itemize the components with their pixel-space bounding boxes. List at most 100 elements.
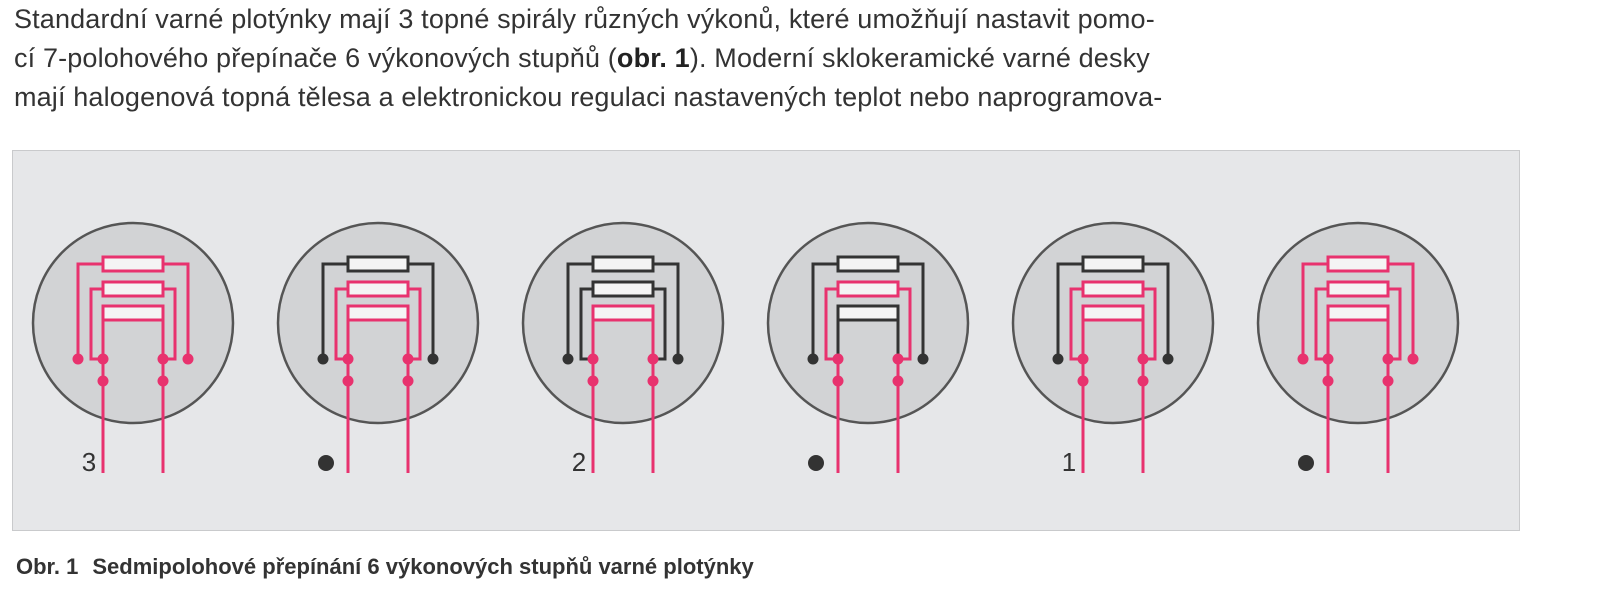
wire-4 bbox=[408, 287, 422, 361]
terminal-dot-4 bbox=[182, 353, 194, 365]
wire-3 bbox=[334, 287, 348, 361]
spiral-resistor-2 bbox=[1326, 280, 1390, 298]
hotplate-circle bbox=[1256, 221, 1460, 425]
terminal-dot-1 bbox=[807, 353, 819, 365]
spiral-resistor-2 bbox=[101, 280, 165, 298]
terminal-dot-1 bbox=[1297, 353, 1309, 365]
junction-dot-2 bbox=[402, 375, 414, 387]
terminal-dot-2 bbox=[1077, 353, 1089, 365]
figure-panel: 3 2 1 bbox=[12, 150, 1520, 531]
wire-2 bbox=[1388, 262, 1415, 359]
wire-4 bbox=[653, 287, 667, 361]
junction-dot-2 bbox=[647, 375, 659, 387]
wire-1 bbox=[76, 262, 103, 359]
junction-dot-1 bbox=[1322, 375, 1334, 387]
figure-caption: Obr. 1 Sedmipolohové přepínání 6 výkonový… bbox=[16, 554, 754, 580]
spiral-resistor-2 bbox=[346, 280, 410, 298]
terminal-dot-1 bbox=[72, 353, 84, 365]
paragraph-line-1: Standardní varné plotýnky mají 3 topné s… bbox=[14, 4, 1155, 34]
terminal-dot-3 bbox=[647, 353, 659, 365]
spiral-resistor-1 bbox=[1081, 255, 1145, 273]
position-marker-dot bbox=[318, 455, 334, 471]
terminal-dot-4 bbox=[1407, 353, 1419, 365]
junction-dot-1 bbox=[832, 375, 844, 387]
spiral-resistor-3 bbox=[1081, 304, 1145, 322]
wire-2 bbox=[898, 262, 925, 359]
hotplate-circle bbox=[766, 221, 970, 425]
wire-1 bbox=[321, 262, 348, 359]
hotplate-circle bbox=[1011, 221, 1215, 425]
terminal-dot-1 bbox=[562, 353, 574, 365]
wire-1 bbox=[1301, 262, 1328, 359]
diagram-4 bbox=[766, 221, 970, 473]
diagram-6 bbox=[1256, 221, 1460, 473]
terminal-dot-4 bbox=[1162, 353, 1174, 365]
position-marker-dot bbox=[1298, 455, 1314, 471]
spiral-resistor-3 bbox=[591, 304, 655, 322]
terminal-dot-1 bbox=[1052, 353, 1064, 365]
terminal-dot-2 bbox=[342, 353, 354, 365]
paragraph-line-2-start: cí 7-polohového přepínače 6 výkonových s… bbox=[14, 43, 617, 73]
spiral-resistor-1 bbox=[1326, 255, 1390, 273]
wire-3 bbox=[89, 287, 103, 361]
paragraph-line-3: mají halogenová topná tělesa a elektroni… bbox=[14, 82, 1163, 112]
spiral-resistor-1 bbox=[101, 255, 165, 273]
caption-text: Sedmipolohové přepínání 6 výkonových stu… bbox=[92, 554, 754, 579]
terminal-dot-3 bbox=[402, 353, 414, 365]
position-label: 1 bbox=[1062, 447, 1076, 477]
spiral-resistor-2 bbox=[591, 280, 655, 298]
wire-3 bbox=[1314, 287, 1328, 361]
terminal-dot-4 bbox=[427, 353, 439, 365]
wire-2 bbox=[163, 262, 190, 359]
hotplate-circle bbox=[521, 221, 725, 425]
wire-4 bbox=[898, 287, 912, 361]
terminal-dot-2 bbox=[832, 353, 844, 365]
wire-1 bbox=[1056, 262, 1083, 359]
diagram-3: 2 bbox=[521, 221, 725, 477]
hotplate-circle bbox=[31, 221, 235, 425]
diagram-1: 3 bbox=[31, 221, 235, 477]
junction-dot-1 bbox=[587, 375, 599, 387]
junction-dot-2 bbox=[1137, 375, 1149, 387]
spiral-resistor-3 bbox=[836, 304, 900, 322]
terminal-dot-3 bbox=[892, 353, 904, 365]
spiral-resistor-1 bbox=[346, 255, 410, 273]
junction-dot-2 bbox=[892, 375, 904, 387]
spiral-resistor-2 bbox=[1081, 280, 1145, 298]
terminal-dot-3 bbox=[1382, 353, 1394, 365]
terminal-dot-2 bbox=[1322, 353, 1334, 365]
spiral-resistor-3 bbox=[101, 304, 165, 322]
position-label: 2 bbox=[572, 447, 586, 477]
wire-3 bbox=[1069, 287, 1083, 361]
spiral-resistor-1 bbox=[591, 255, 655, 273]
position-label: 3 bbox=[82, 447, 96, 477]
spiral-resistor-2 bbox=[836, 280, 900, 298]
terminal-dot-3 bbox=[157, 353, 169, 365]
wire-4 bbox=[1388, 287, 1402, 361]
terminal-dot-3 bbox=[1137, 353, 1149, 365]
terminal-dot-4 bbox=[917, 353, 929, 365]
wire-1 bbox=[811, 262, 838, 359]
junction-dot-2 bbox=[1382, 375, 1394, 387]
paragraph-line-2-end: ). Moderní sklokeramické varné desky bbox=[689, 43, 1150, 73]
position-marker-dot bbox=[808, 455, 824, 471]
junction-dot-1 bbox=[97, 375, 109, 387]
switching-diagrams: 3 2 1 bbox=[31, 221, 1460, 477]
terminal-dot-1 bbox=[317, 353, 329, 365]
spiral-resistor-1 bbox=[836, 255, 900, 273]
wire-4 bbox=[163, 287, 177, 361]
hotplate-circle bbox=[276, 221, 480, 425]
spiral-resistor-3 bbox=[1326, 304, 1390, 322]
wire-3 bbox=[579, 287, 593, 361]
body-paragraph: Standardní varné plotýnky mají 3 topné s… bbox=[14, 0, 1574, 117]
paragraph-line-2: cí 7-polohového přepínače 6 výkonových s… bbox=[14, 39, 1574, 78]
terminal-dot-2 bbox=[97, 353, 109, 365]
caption-number: Obr. 1 bbox=[16, 554, 79, 579]
junction-dot-1 bbox=[342, 375, 354, 387]
terminal-dot-2 bbox=[587, 353, 599, 365]
wire-3 bbox=[824, 287, 838, 361]
figure-reference: obr. 1 bbox=[616, 43, 690, 73]
wire-2 bbox=[1143, 262, 1170, 359]
terminal-dot-4 bbox=[672, 353, 684, 365]
spiral-resistor-3 bbox=[346, 304, 410, 322]
